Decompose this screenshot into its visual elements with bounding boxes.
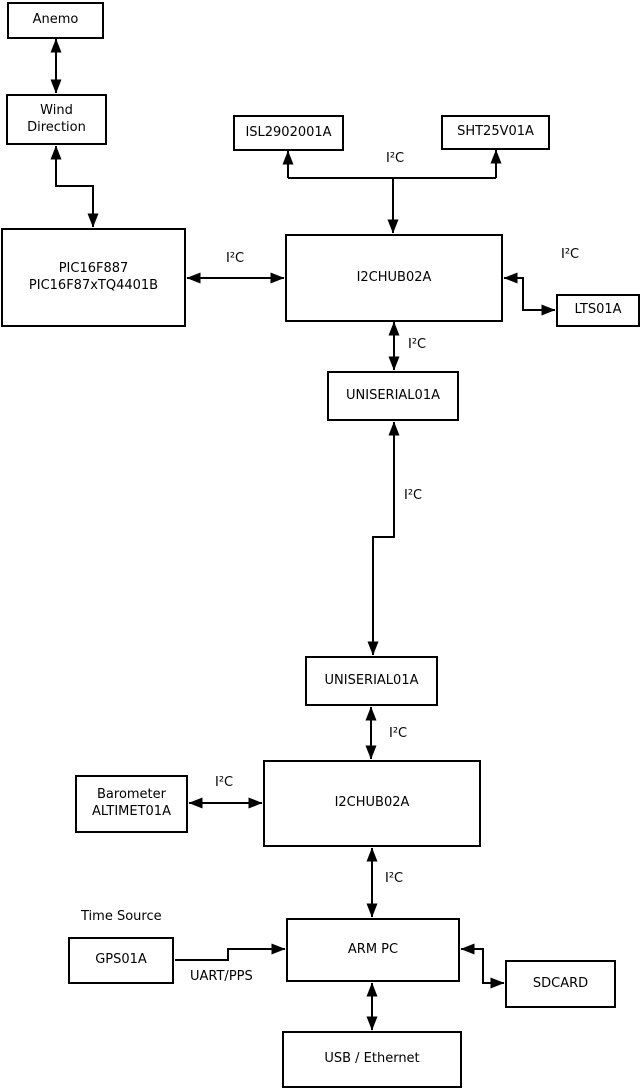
node-sht25v01a: SHT25V01A bbox=[441, 115, 550, 150]
node-pic16f887-label: PIC16F887 PIC16F87xTQ4401B bbox=[28, 260, 159, 293]
node-sht25v01a-label: SHT25V01A bbox=[457, 124, 534, 140]
edge-wind-direction-pic bbox=[50, 145, 99, 228]
node-barometer-altimet01a: Barometer ALTIMET01A bbox=[75, 775, 188, 833]
edge-label-i2c-uniserial-hub2: I²C bbox=[389, 726, 408, 741]
edge-label-i2c-pic-hub: I²C bbox=[226, 251, 245, 266]
node-anemo-label: Anemo bbox=[32, 12, 79, 28]
node-wind-direction-label: Wind Direction bbox=[27, 102, 86, 135]
edge-label-i2c-hub-lts: I²C bbox=[561, 247, 580, 262]
edge-i2chub-top-lts bbox=[503, 272, 556, 316]
node-uniserial01a-bottom: UNISERIAL01A bbox=[305, 656, 438, 706]
edge-armpc-sdcard bbox=[460, 943, 505, 989]
edge-label-time-source: Time Source bbox=[81, 909, 162, 924]
node-arm-pc: ARM PC bbox=[286, 918, 460, 982]
edge-label-i2c-barometer-hub2: I²C bbox=[215, 775, 234, 790]
node-sdcard: SDCARD bbox=[505, 960, 616, 1008]
edge-label-uart-pps: UART/PPS bbox=[190, 969, 253, 984]
node-i2chub02a-bottom-label: I2CHUB02A bbox=[334, 795, 410, 811]
node-anemo: Anemo bbox=[7, 2, 104, 39]
edge-label-i2c-hub-uniserial: I²C bbox=[408, 337, 427, 352]
node-isl2902001a: ISL2902001A bbox=[233, 115, 344, 151]
node-uniserial01a-top: UNISERIAL01A bbox=[327, 371, 459, 421]
node-arm-pc-label: ARM PC bbox=[347, 941, 399, 957]
edge-label-i2c-isl-sht: I²C bbox=[386, 151, 405, 166]
node-sdcard-label: SDCARD bbox=[532, 975, 589, 991]
node-isl2902001a-label: ISL2902001A bbox=[245, 124, 332, 140]
node-wind-direction: Wind Direction bbox=[6, 94, 107, 145]
node-gps01a-label: GPS01A bbox=[95, 952, 147, 968]
node-gps01a: GPS01A bbox=[68, 937, 174, 984]
node-barometer-altimet01a-label: Barometer ALTIMET01A bbox=[92, 787, 171, 819]
node-lts01a-label: LTS01A bbox=[574, 302, 622, 318]
edge-gps-armpc bbox=[175, 943, 286, 961]
node-i2chub02a-bottom: I2CHUB02A bbox=[263, 760, 481, 847]
node-uniserial01a-bottom-label: UNISERIAL01A bbox=[324, 672, 419, 688]
node-usb-ethernet: USB / Ethernet bbox=[282, 1031, 462, 1088]
edge-label-i2c-hub2-armpc: I²C bbox=[385, 871, 404, 886]
node-uniserial01a-top-label: UNISERIAL01A bbox=[346, 387, 440, 403]
node-i2chub02a-top-label: I2CHUB02A bbox=[356, 269, 432, 285]
edge-uniserial-top-uniserial-bottom bbox=[367, 421, 400, 656]
node-pic16f887: PIC16F887 PIC16F87xTQ4401B bbox=[1, 228, 186, 327]
node-lts01a: LTS01A bbox=[556, 294, 640, 327]
node-usb-ethernet-label: USB / Ethernet bbox=[324, 1051, 420, 1067]
node-i2chub02a-top: I2CHUB02A bbox=[285, 234, 503, 322]
edge-label-i2c-uniserial-link: I²C bbox=[404, 488, 423, 503]
